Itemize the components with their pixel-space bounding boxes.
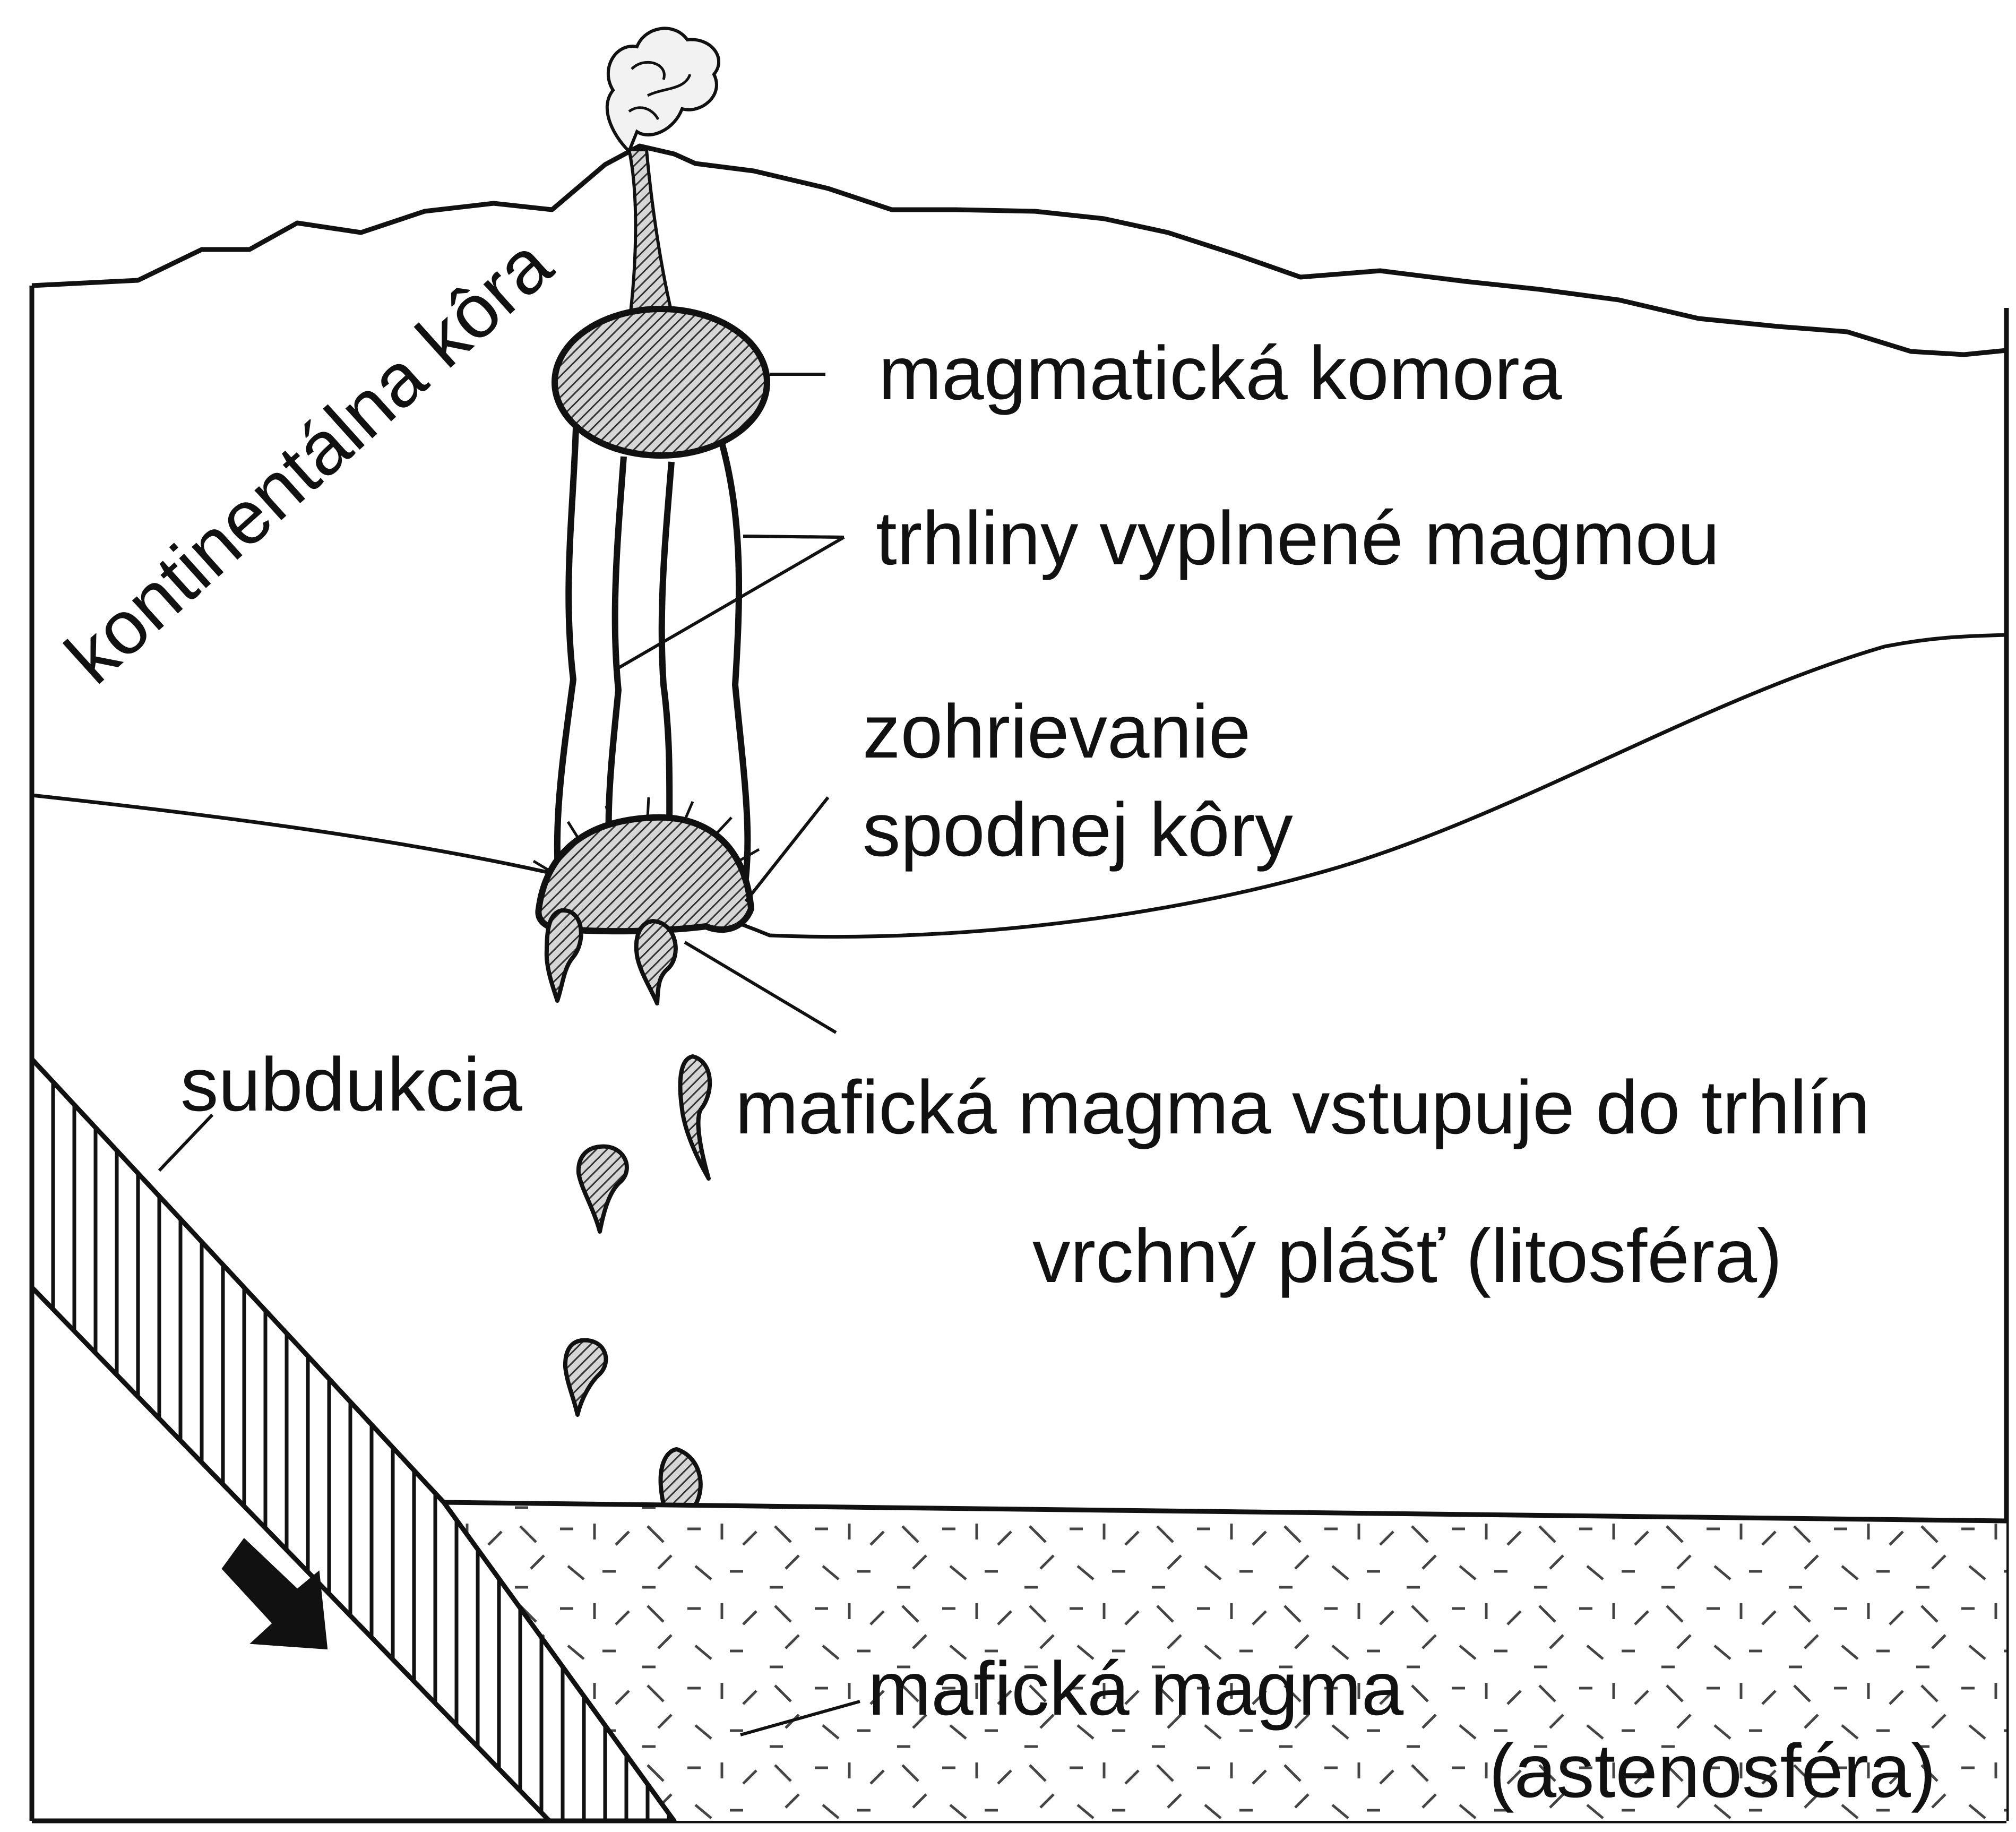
label-upper-mantle: vrchný plášť (litosféra) — [1032, 1214, 1782, 1298]
volcanic-ash-cloud — [607, 28, 719, 151]
magma-droplet — [636, 921, 676, 1003]
magma-chamber — [555, 309, 767, 455]
leader-line-cracks — [743, 536, 844, 537]
magma-droplet — [547, 910, 581, 1001]
label-magma-chamber: magmatická komora — [878, 331, 1562, 416]
leader-line-cracks — [617, 537, 844, 669]
magma-droplet — [565, 1340, 606, 1415]
label-heating-lower-crust-line1: zohrievanie — [863, 690, 1251, 774]
magma-droplet — [579, 1147, 627, 1232]
label-continental-crust: kontinentálna kôra — [50, 222, 567, 700]
label-mafic-magma: mafická magma — [868, 1647, 1404, 1731]
magma-droplet — [680, 1056, 710, 1179]
label-magma-filled-cracks: trhliny vyplnené magmou — [876, 496, 1720, 581]
label-heating-lower-crust-line2: spodnej kôry — [863, 788, 1293, 872]
surface-topography-line — [32, 146, 2006, 355]
volcanic-conduit — [629, 150, 671, 312]
label-mafic-magma-enters-cracks: mafická magma vstupuje do trhlín — [735, 1065, 1870, 1150]
label-subduction: subdukcia — [180, 1043, 522, 1127]
label-asthenosphere: (astenosféra) — [1489, 1729, 1936, 1813]
leader-line-magma-enters — [685, 942, 836, 1033]
crust-mantle-boundary — [32, 635, 2006, 937]
